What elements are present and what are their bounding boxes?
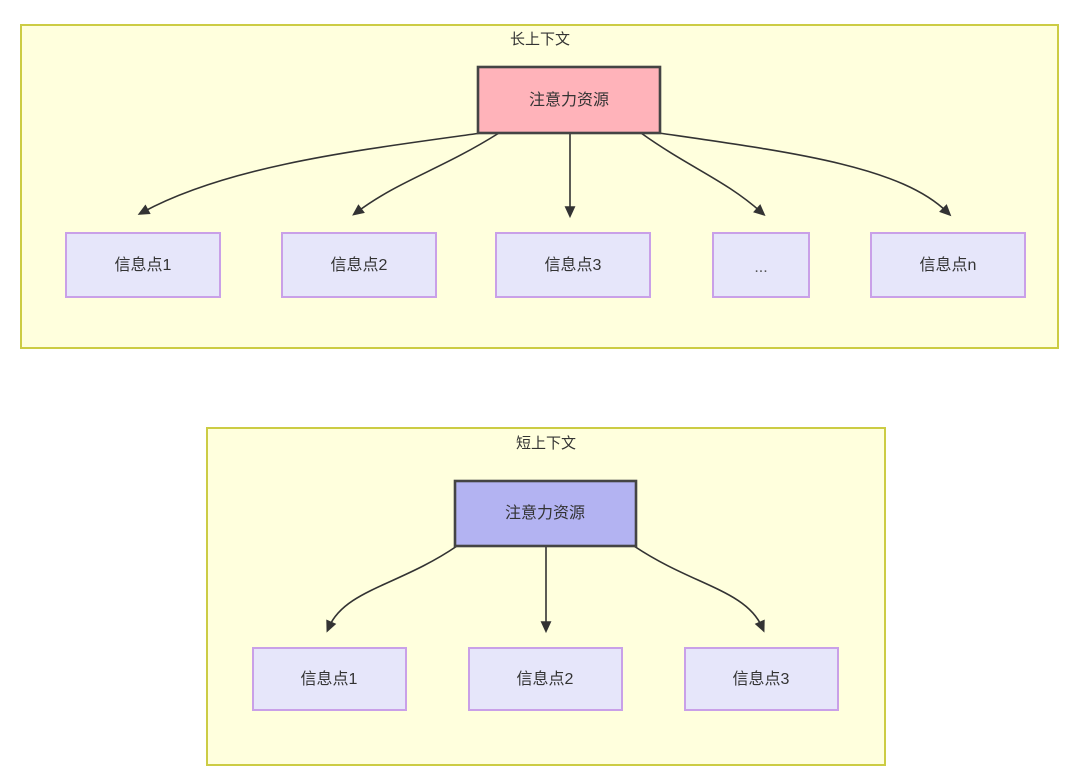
node-info-point-3-long-label: 信息点3 (545, 256, 602, 274)
node-info-point-3-short[interactable]: 信息点3 (684, 647, 839, 711)
node-attention-resource-long[interactable]: 注意力资源 (476, 65, 662, 135)
node-attention-resource-long-label: 注意力资源 (529, 90, 609, 109)
node-info-point-ellipsis-long-box[interactable] (712, 232, 810, 298)
node-info-point-ellipsis-long[interactable]: ... (712, 232, 810, 298)
node-info-point-3-long[interactable]: 信息点3 (495, 232, 651, 298)
node-attention-resource-short-label: 注意力资源 (505, 503, 585, 522)
node-info-point-3-short-label: 信息点3 (733, 670, 790, 688)
node-info-point-1-long[interactable]: 信息点1 (65, 232, 221, 298)
node-info-point-n-long-label: 信息点n (920, 256, 977, 274)
node-info-point-3-long-box[interactable] (495, 232, 651, 298)
node-info-point-2-long-box[interactable] (281, 232, 437, 298)
node-info-point-2-long[interactable]: 信息点2 (281, 232, 437, 298)
edge-root-to-info-1-short (326, 545, 458, 633)
panel-short-context: 短上下文 注意力资源 信息点1 信息点2 信息点3 (206, 427, 886, 766)
node-info-point-3-short-box[interactable] (684, 647, 839, 711)
edge-root-to-info-3-short (633, 545, 765, 633)
edge-root-to-info-n (658, 132, 952, 217)
node-info-point-n-long[interactable]: 信息点n (870, 232, 1026, 298)
node-info-point-2-short[interactable]: 信息点2 (468, 647, 623, 711)
node-attention-resource-short-box[interactable] (453, 479, 638, 548)
edges-long-context (137, 132, 952, 219)
node-info-point-1-long-label: 信息点1 (115, 256, 172, 274)
node-info-point-2-short-box[interactable] (468, 647, 623, 711)
panel-long-context: 长上下文 注意力资源 信息点1 信息点2 (20, 24, 1059, 349)
node-info-point-2-short-label: 信息点2 (517, 670, 574, 688)
node-info-point-1-long-box[interactable] (65, 232, 221, 298)
node-attention-resource-short[interactable]: 注意力资源 (453, 479, 638, 548)
panel-short-context-title: 短上下文 (516, 435, 576, 452)
node-info-point-n-long-box[interactable] (870, 232, 1026, 298)
edges-short-context (326, 545, 765, 634)
node-info-point-1-short-label: 信息点1 (301, 670, 358, 688)
edge-root-to-info-ellipsis (640, 132, 766, 217)
panel-long-context-title: 长上下文 (510, 31, 570, 48)
node-info-point-2-long-label: 信息点2 (331, 256, 388, 274)
node-info-point-ellipsis-long-label: ... (754, 259, 767, 276)
node-info-point-1-short[interactable]: 信息点1 (252, 647, 407, 711)
edge-root-to-info-1 (137, 132, 482, 215)
node-info-point-1-short-box[interactable] (252, 647, 407, 711)
node-attention-resource-long-box[interactable] (476, 65, 662, 135)
edge-root-to-info-2 (352, 132, 500, 216)
